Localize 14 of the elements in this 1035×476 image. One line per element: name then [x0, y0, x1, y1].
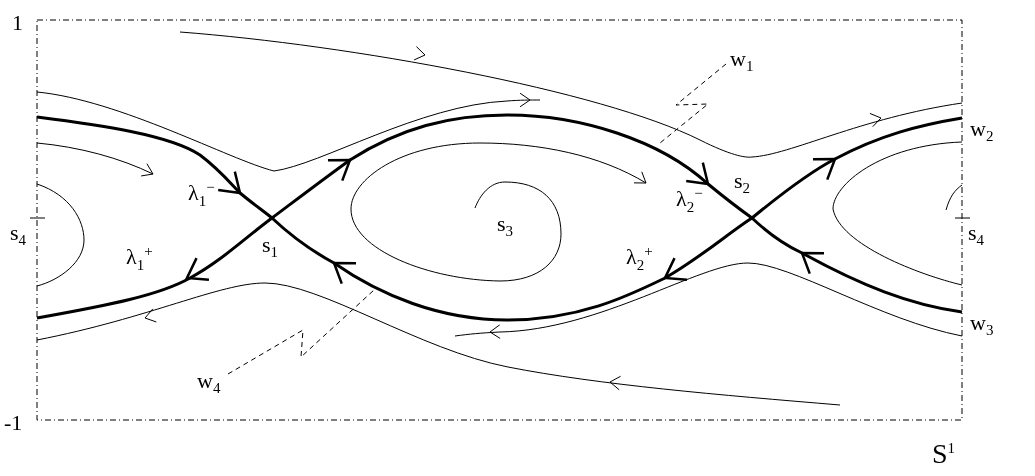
axis-label: -1	[4, 412, 23, 434]
leader-line	[659, 63, 727, 144]
point-label: s$_{4}$	[968, 222, 985, 249]
axis-label: 1	[12, 12, 23, 34]
curve-label: w$_{2}$	[970, 118, 994, 145]
space-label: S$^{1}$	[932, 440, 956, 468]
leader-line	[227, 289, 375, 375]
point-label: s$_{3}$	[497, 213, 514, 240]
point-label: s$_{1}$	[262, 234, 279, 261]
point-label: s$_{4}$	[10, 222, 27, 249]
curve-label: w$_{3}$	[970, 312, 994, 339]
curve-label: w$_{1}$	[730, 48, 754, 75]
point-label: s$_{2}$	[734, 170, 751, 197]
curve-label: w$_{4}$	[197, 370, 221, 397]
